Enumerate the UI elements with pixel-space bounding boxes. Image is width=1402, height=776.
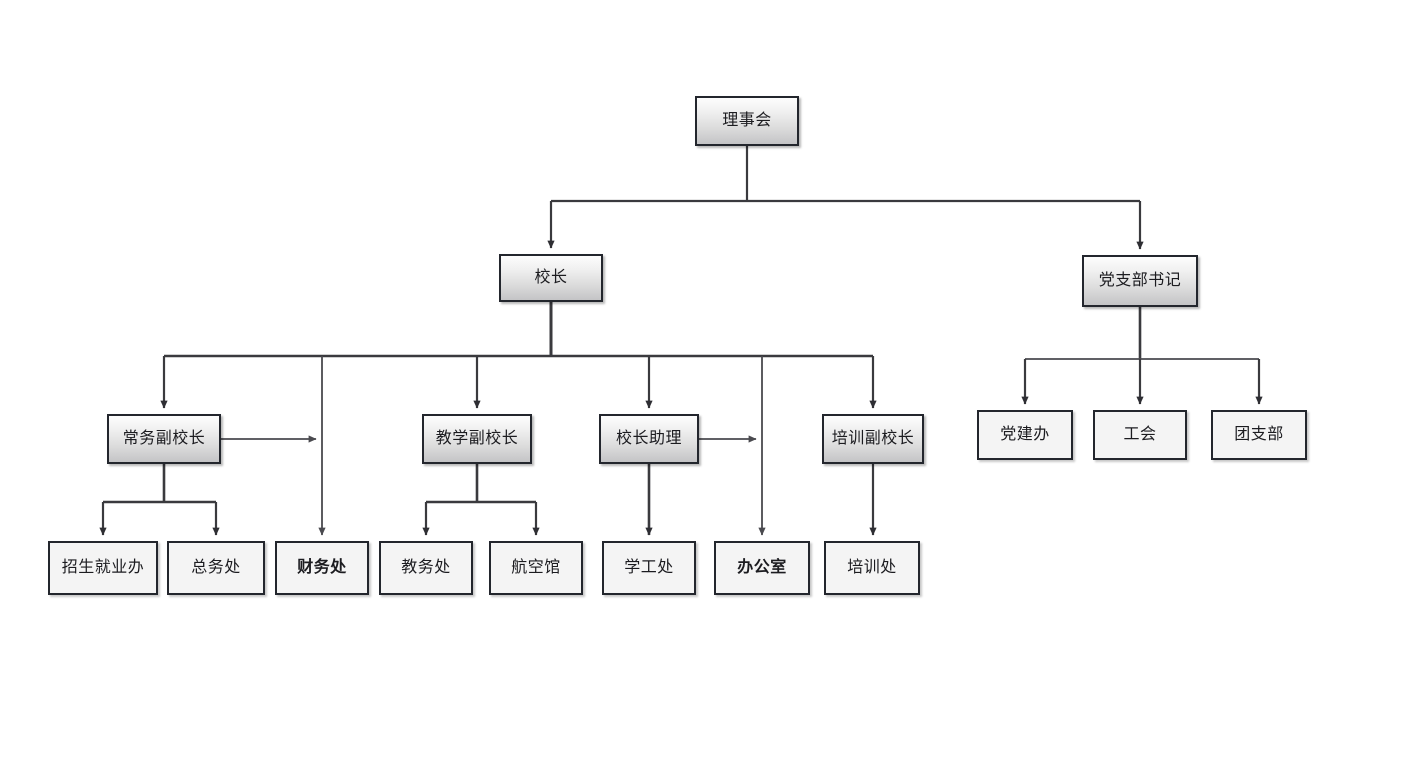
node-union[interactable]: 工会 — [1093, 410, 1187, 460]
node-academic-vice-principal-label: 教学副校长 — [435, 430, 519, 448]
node-party-secretary[interactable]: 党支部书记 — [1082, 255, 1198, 307]
node-principal[interactable]: 校长 — [499, 254, 603, 302]
node-training-office-label: 培训处 — [847, 559, 897, 577]
node-party-secretary-label: 党支部书记 — [1098, 272, 1182, 290]
node-exec-vice-principal[interactable]: 常务副校长 — [107, 414, 221, 464]
node-training-office[interactable]: 培训处 — [824, 541, 920, 595]
node-academic-affairs-office-label: 教务处 — [401, 559, 451, 577]
node-aviation-hall[interactable]: 航空馆 — [489, 541, 583, 595]
node-general-affairs-office-label: 总务处 — [191, 559, 241, 577]
node-principal-assistant[interactable]: 校长助理 — [599, 414, 699, 464]
node-academic-vice-principal[interactable]: 教学副校长 — [422, 414, 532, 464]
node-admin-office-label: 办公室 — [737, 559, 787, 577]
node-training-vice-principal-label: 培训副校长 — [831, 430, 915, 448]
node-finance-office[interactable]: 财务处 — [275, 541, 369, 595]
node-exec-vice-principal-label: 常务副校长 — [122, 430, 206, 448]
node-admin-office[interactable]: 办公室 — [714, 541, 810, 595]
node-board-label: 理事会 — [722, 112, 772, 130]
node-party-building-office-label: 党建办 — [1000, 426, 1050, 444]
node-finance-office-label: 财务处 — [297, 559, 347, 577]
node-party-building-office[interactable]: 党建办 — [977, 410, 1073, 460]
node-student-affairs-office[interactable]: 学工处 — [602, 541, 696, 595]
node-general-affairs-office[interactable]: 总务处 — [167, 541, 265, 595]
node-training-vice-principal[interactable]: 培训副校长 — [822, 414, 924, 464]
node-principal-label: 校长 — [534, 269, 568, 287]
node-youth-league-branch[interactable]: 团支部 — [1211, 410, 1307, 460]
node-youth-league-branch-label: 团支部 — [1234, 426, 1284, 444]
node-union-label: 工会 — [1123, 426, 1157, 444]
node-principal-assistant-label: 校长助理 — [615, 430, 682, 448]
node-admissions-employment-office-label: 招生就业办 — [61, 559, 145, 577]
node-aviation-hall-label: 航空馆 — [511, 559, 561, 577]
node-board[interactable]: 理事会 — [695, 96, 799, 146]
node-student-affairs-office-label: 学工处 — [624, 559, 674, 577]
node-admissions-employment-office[interactable]: 招生就业办 — [48, 541, 158, 595]
node-academic-affairs-office[interactable]: 教务处 — [379, 541, 473, 595]
